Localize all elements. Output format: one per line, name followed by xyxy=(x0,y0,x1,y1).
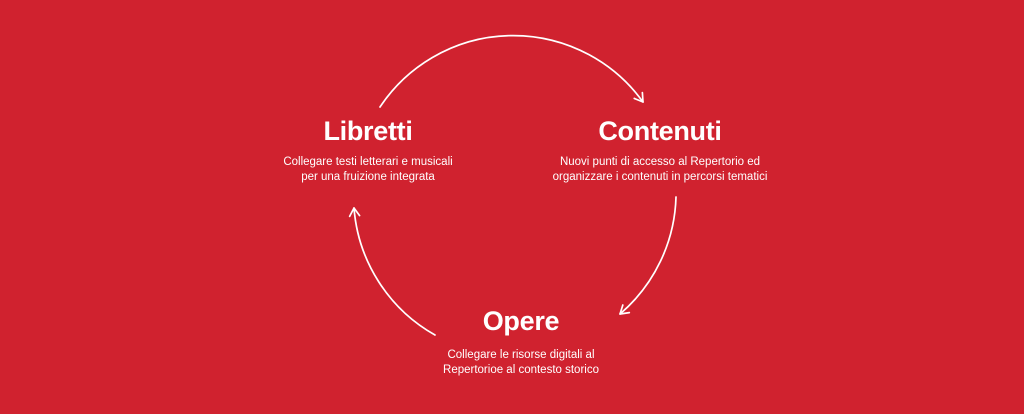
node-opere-description: Collegare le risorse digitali al Reperto… xyxy=(443,349,599,377)
node-libretti-title: Libretti xyxy=(323,116,413,146)
node-libretti-description: Collegare testi letterari e musicali per… xyxy=(283,156,453,184)
node-libretti: Libretti Collegare testi letterari e mus… xyxy=(198,116,538,185)
node-contenuti: Contenuti Nuovi punti di accesso al Repe… xyxy=(490,116,830,185)
node-contenuti-description: Nuovi punti di accesso al Repertorio ed … xyxy=(552,156,768,184)
curved-arrow-libretti-to-contenuti-icon xyxy=(379,34,644,108)
node-opere: Opere Collegare le risorse digitali al R… xyxy=(351,306,691,378)
node-opere-title: Opere xyxy=(482,306,560,336)
curved-arrow-contenuti-to-opere-icon xyxy=(619,196,677,315)
node-contenuti-title: Contenuti xyxy=(598,116,722,146)
